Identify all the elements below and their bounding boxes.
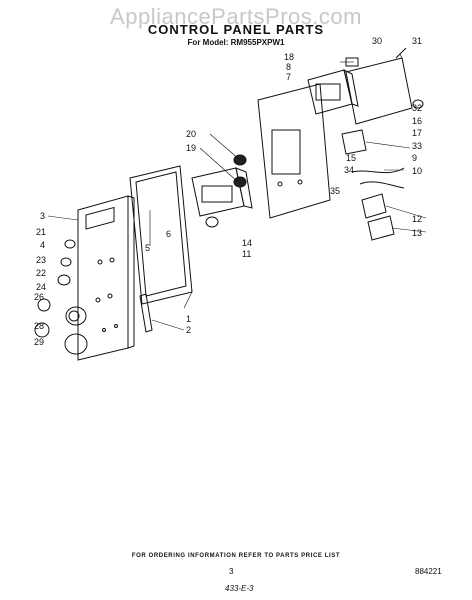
callout-2: 2	[186, 325, 191, 335]
callout-9: 9	[412, 153, 417, 163]
callout-21: 21	[36, 227, 46, 237]
callout-18: 18	[284, 52, 294, 62]
ordering-note: FOR ORDERING INFORMATION REFER TO PARTS …	[131, 553, 341, 559]
wire-harness-part	[351, 167, 405, 189]
callout-23: 23	[36, 255, 46, 265]
handwritten-note: 433-E-3	[225, 584, 254, 593]
relay-part	[341, 129, 367, 155]
watermark: AppliancePartsPros.com	[110, 4, 362, 29]
callout-16: 16	[412, 116, 422, 126]
diagram-title: CONTROL PANEL PARTS	[147, 22, 325, 37]
callout-4: 4	[40, 240, 45, 250]
callout-34: 34	[344, 165, 354, 175]
callout-15: 15	[346, 153, 356, 163]
switch-housing-part	[191, 167, 253, 228]
callout-6: 6	[166, 229, 171, 239]
callout-14: 14	[242, 238, 252, 248]
callout-17: 17	[412, 128, 422, 138]
back-plate-part	[257, 83, 331, 219]
callout-30: 30	[372, 36, 382, 46]
knob-parts	[34, 239, 88, 355]
page-number: 3	[229, 567, 234, 576]
callout-5: 5	[145, 243, 150, 253]
gasket-frame-part	[129, 165, 193, 305]
callout-12: 12	[412, 214, 422, 224]
callout-26: 26	[34, 292, 44, 302]
switch-part-13	[367, 215, 395, 241]
callout-20: 20	[186, 129, 196, 139]
callout-8: 8	[286, 62, 291, 72]
callout-22: 22	[36, 268, 46, 278]
callout-33: 33	[412, 141, 422, 151]
callout-28: 28	[34, 321, 44, 331]
callout-31: 31	[412, 36, 422, 46]
front-panel-part	[77, 195, 135, 361]
callout-3: 3	[40, 211, 45, 221]
callout-32: 32	[412, 103, 422, 113]
nut-32	[412, 99, 424, 109]
timer-module-part	[307, 69, 359, 115]
callout-35: 35	[330, 186, 340, 196]
callout-10: 10	[412, 166, 422, 176]
switch-part-12	[361, 193, 387, 219]
trim-strip-part	[139, 293, 153, 333]
callout-29: 29	[34, 337, 44, 347]
callout-13: 13	[412, 228, 422, 238]
callout-24: 24	[36, 282, 46, 292]
mounting-bracket-part	[345, 57, 413, 125]
model-line: For Model: RM955PXPW1	[187, 38, 285, 47]
screw-31	[395, 47, 407, 59]
callout-11: 11	[242, 249, 251, 259]
callout-19: 19	[186, 143, 196, 153]
callout-1: 1	[186, 314, 191, 324]
callout-7: 7	[286, 72, 291, 82]
document-code: 884221	[415, 567, 442, 576]
